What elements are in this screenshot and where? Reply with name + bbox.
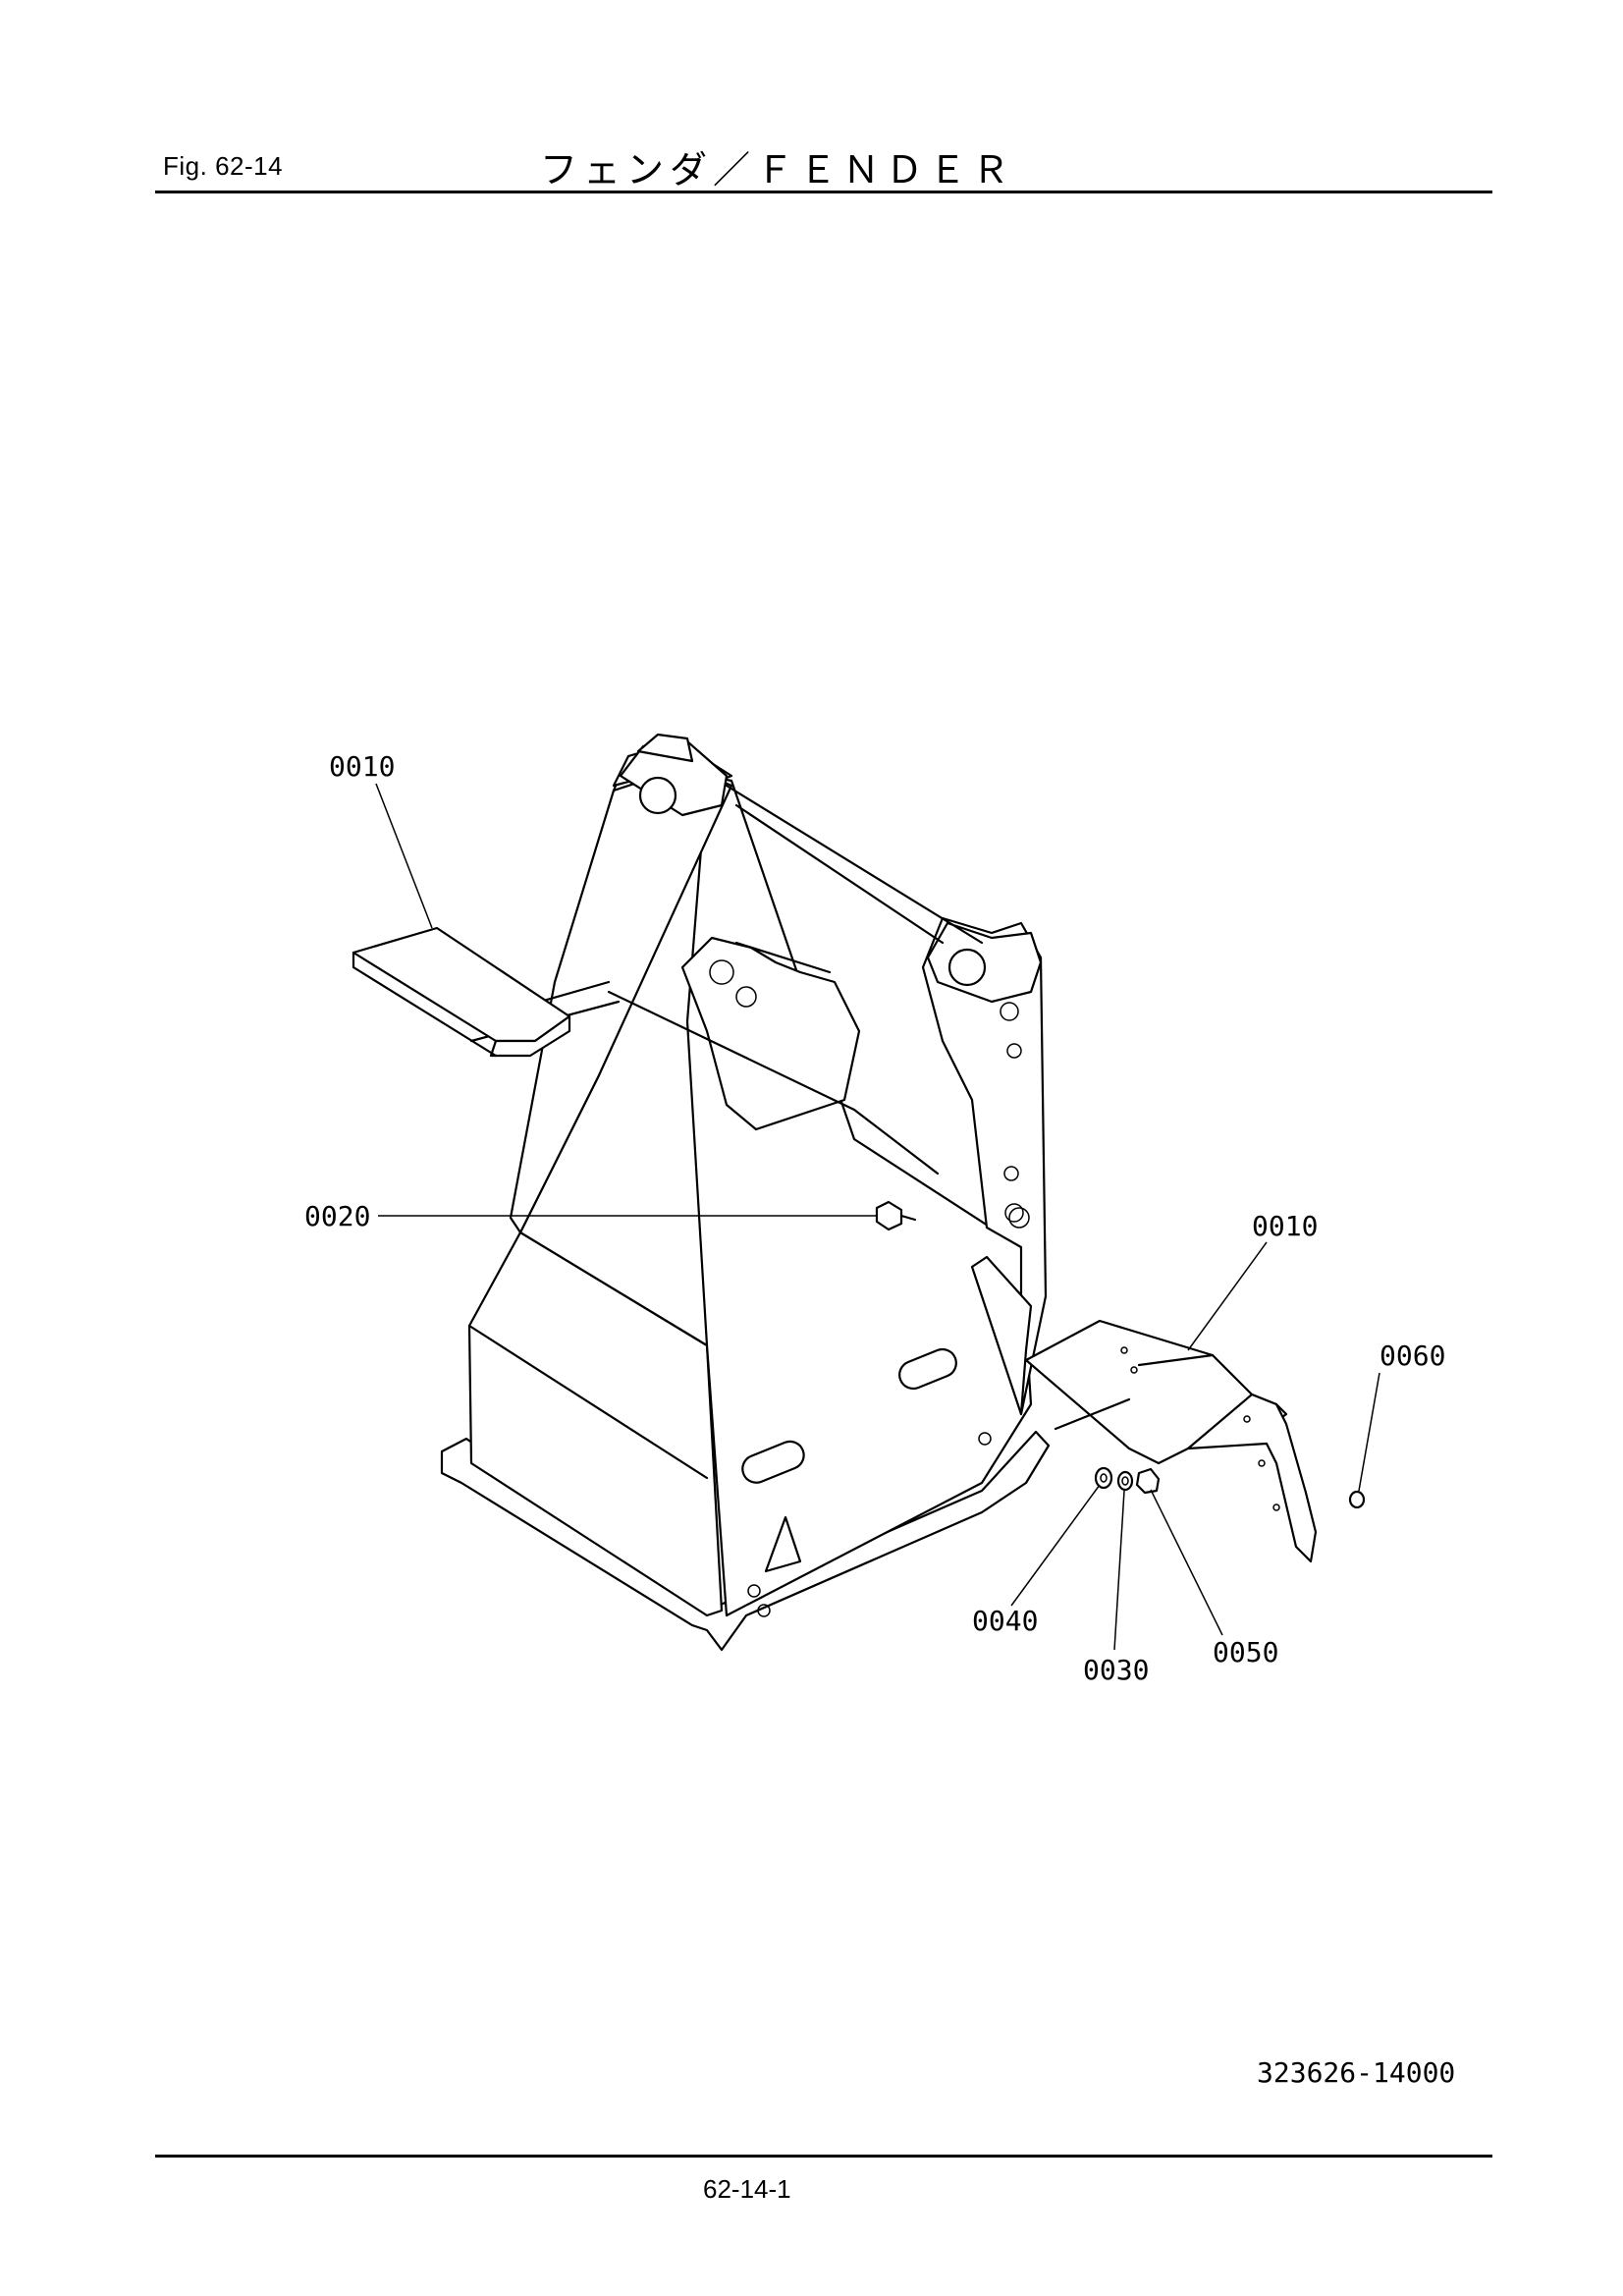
left-fender [352, 926, 571, 1058]
figure-number: Fig. 62-14 [163, 151, 284, 181]
washer-0030 [1116, 1470, 1134, 1492]
drawing-number: 323626-14000 [1257, 2056, 1456, 2089]
header-rule [155, 191, 1492, 193]
callout-0010-right: 0010 [1252, 1210, 1318, 1242]
callout-0010-left: 0010 [329, 750, 395, 783]
callout-0020: 0020 [304, 1200, 370, 1232]
bolt-0020 [875, 1200, 917, 1231]
washer-0040 [1094, 1466, 1113, 1490]
right-fender [1024, 1319, 1318, 1563]
footer-rule [155, 2155, 1492, 2158]
callout-0060: 0060 [1380, 1339, 1445, 1372]
nut-0050 [1135, 1467, 1161, 1495]
callout-0040: 0040 [972, 1605, 1038, 1637]
page-title: フェンダ／ＦＥＮＤＥＲ [540, 150, 1016, 191]
page-number: 62-14-1 [703, 2174, 791, 2204]
callout-0050: 0050 [1213, 1636, 1278, 1668]
frame-assembly [440, 733, 1051, 1652]
callout-0030: 0030 [1083, 1654, 1149, 1686]
leader-lines [375, 783, 1380, 1651]
bolt-0060 [1348, 1490, 1366, 1509]
